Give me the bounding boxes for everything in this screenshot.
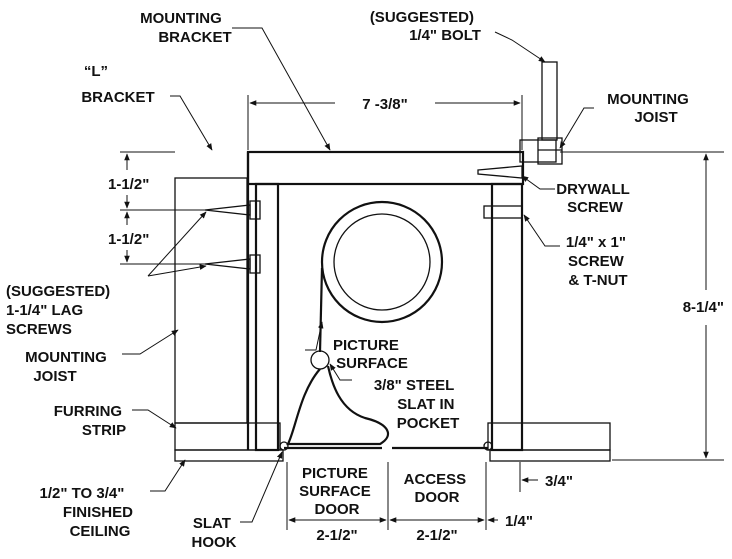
label-lag-screws: (SUGGESTED) 1-1/4" LAG SCREWS <box>6 283 114 338</box>
roller-outer <box>320 200 444 324</box>
label-l-bracket: “L” BRACKET <box>81 63 154 106</box>
label-suggested-bolt: (SUGGESTED) 1/4" BOLT <box>370 9 481 44</box>
label-steel-slat: 3/8" STEEL SLAT IN POCKET <box>374 377 459 432</box>
label-mounting-joist-right: MOUNTING JOIST <box>607 91 693 126</box>
left-finished-ceiling <box>174 449 284 462</box>
steel-slat <box>310 350 330 370</box>
left-mounting-joist <box>174 177 248 424</box>
right-offset-text: 3/4" <box>545 473 573 490</box>
picture-surface-line <box>318 267 324 353</box>
lag-screw-upper <box>204 200 261 220</box>
suggested-bolt <box>541 61 558 141</box>
access-door-width-text: 2-1/2" <box>416 527 457 544</box>
label-finished-ceiling: 1/2" TO 3/4" FINISHED CEILING <box>40 485 138 540</box>
gap-text: 1/4" <box>505 513 533 530</box>
picture-door-width-text: 2-1/2" <box>316 527 357 544</box>
upper-spacing-text: 1-1/2" <box>108 176 149 193</box>
right-furring-strip <box>487 422 611 451</box>
left-furring-strip <box>174 422 281 451</box>
label-furring-strip: FURRING STRIP <box>54 403 127 439</box>
roller-inner <box>333 213 431 311</box>
label-picture-surface-door: PICTURE SURFACE DOOR <box>299 465 375 518</box>
label-mounting-bracket: MOUNTING BRACKET <box>140 10 232 46</box>
label-access-door: ACCESS DOOR <box>404 471 471 506</box>
mounting-bracket-top <box>246 150 525 186</box>
right-finished-ceiling <box>489 449 611 462</box>
slat-hook <box>279 441 289 451</box>
lag-screw-lower <box>204 254 261 274</box>
label-slat-hook: SLAT HOOK <box>192 515 237 551</box>
drywall-screw <box>477 165 523 179</box>
access-hinge <box>483 441 493 451</box>
lower-spacing-text: 1-1/2" <box>108 231 149 248</box>
bolt-nut <box>537 137 563 165</box>
label-mounting-joist-left: MOUNTING JOIST <box>25 349 111 385</box>
width-dim-text: 7 -3/8" <box>362 96 407 113</box>
height-dim-text: 8-1/4" <box>683 299 724 316</box>
label-drywall-screw: DRYWALL SCREW <box>556 181 634 216</box>
screw-tnut <box>483 205 523 219</box>
slat-pocket <box>286 365 390 446</box>
left-side-wall <box>254 182 280 452</box>
label-screw-tnut: 1/4" x 1" SCREW & T-NUT <box>566 234 630 289</box>
right-side-wall <box>490 182 524 452</box>
label-picture-surface: PICTURE SURFACE <box>333 337 408 372</box>
